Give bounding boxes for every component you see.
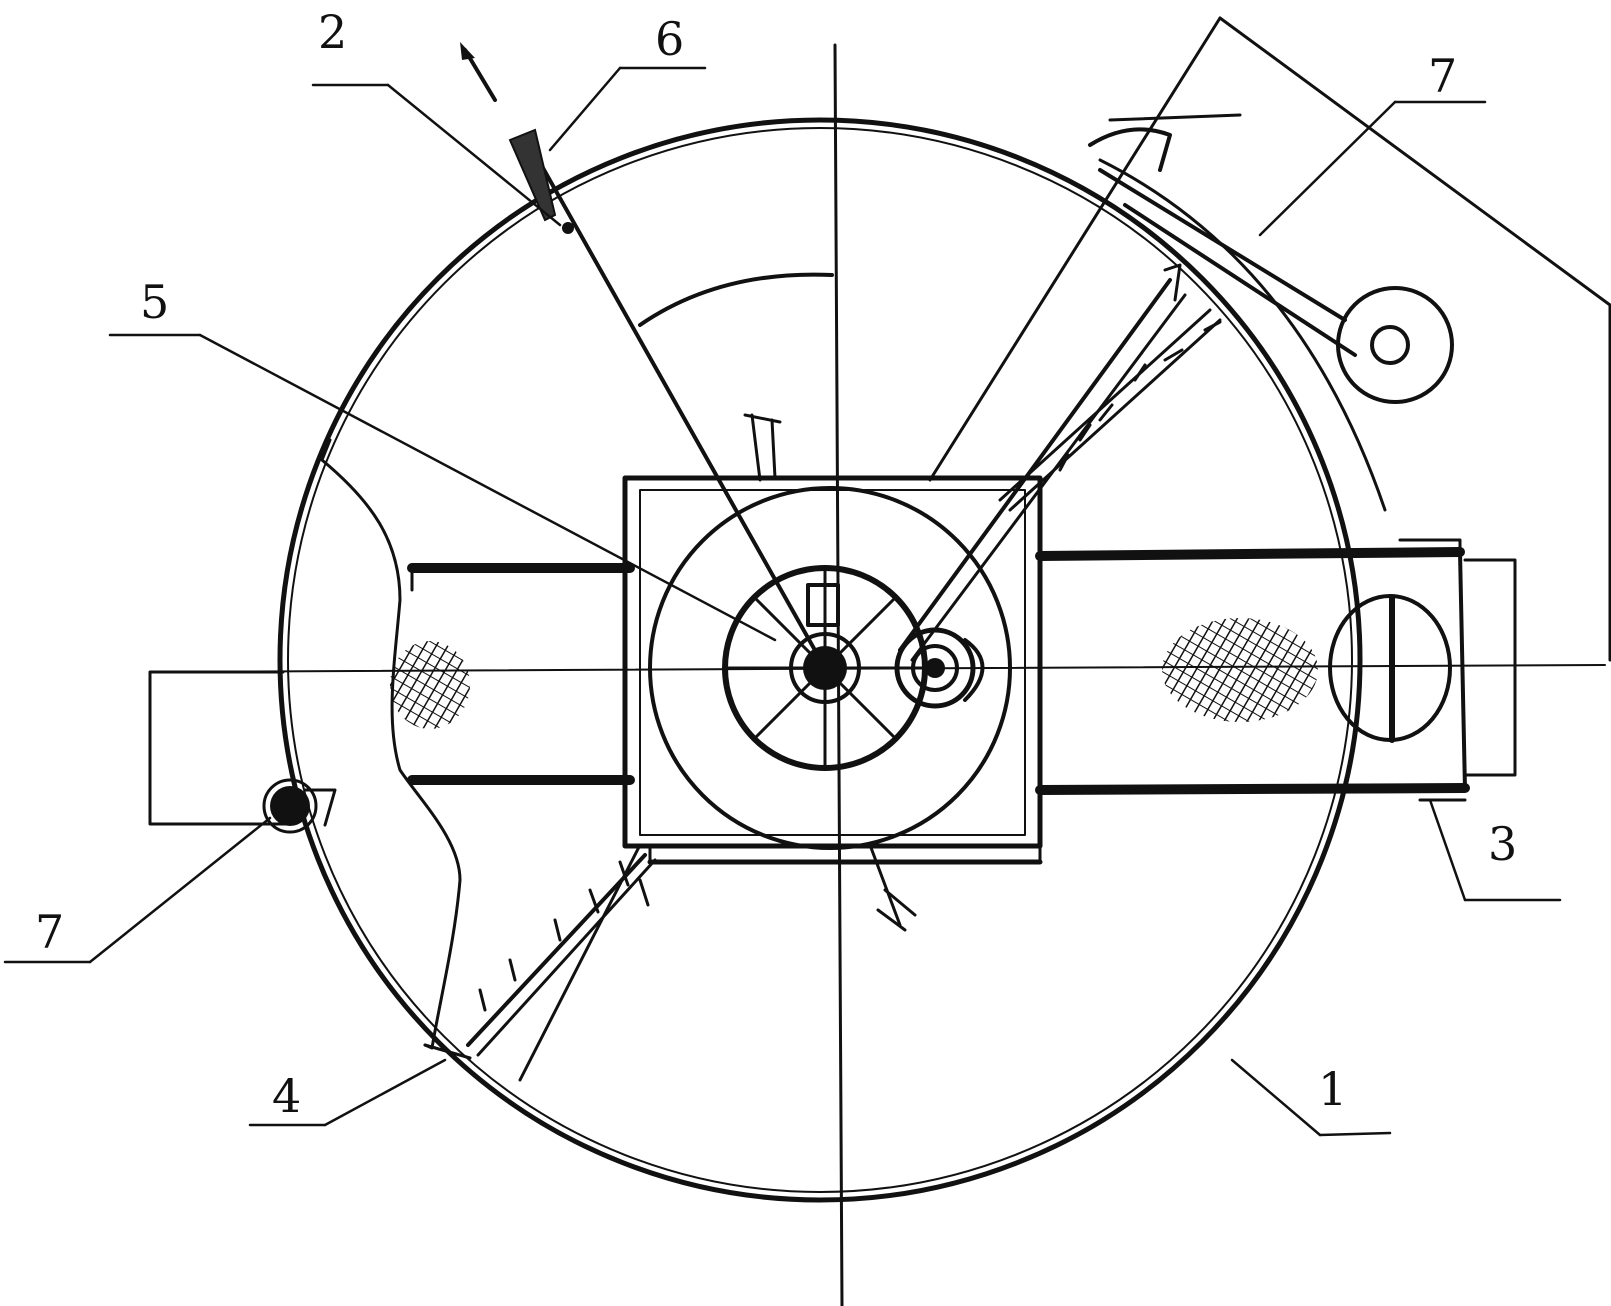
left-roller (262, 778, 337, 834)
direction-arrow (460, 42, 497, 102)
callout-6: 6 (655, 12, 684, 66)
hatched-blob-left (390, 641, 470, 729)
leader-lines (3, 66, 1562, 1137)
sector-housing (928, 16, 1611, 662)
brush-arm-lower (466, 843, 657, 1082)
top-brush (743, 413, 782, 482)
callout-3: 3 (1488, 817, 1517, 871)
callout-1: 1 (1318, 1062, 1347, 1116)
hatched-blob-right (1162, 618, 1318, 722)
callout-5: 5 (140, 275, 169, 329)
upper-right-arm (1088, 127, 1454, 404)
callout-7-lower: 7 (35, 905, 64, 959)
inner-arc-band (1098, 158, 1387, 512)
pointer-arm (508, 128, 827, 670)
spoked-wheel (722, 565, 928, 771)
bottom-brush (868, 843, 917, 932)
callout-4: 4 (272, 1069, 301, 1123)
callout-7-upper: 7 (1428, 49, 1457, 103)
outer-casing (277, 117, 1363, 1203)
slide-rail (407, 538, 1517, 802)
callout-2: 2 (318, 5, 347, 59)
angle-arc (638, 272, 834, 327)
cutaway-boundary (320, 438, 462, 1050)
casing-gap (423, 1043, 472, 1060)
inner-disc (648, 486, 1012, 850)
left-bracket (148, 670, 292, 826)
slot-oval (1328, 594, 1452, 743)
brush-arm-upper (898, 263, 1222, 662)
